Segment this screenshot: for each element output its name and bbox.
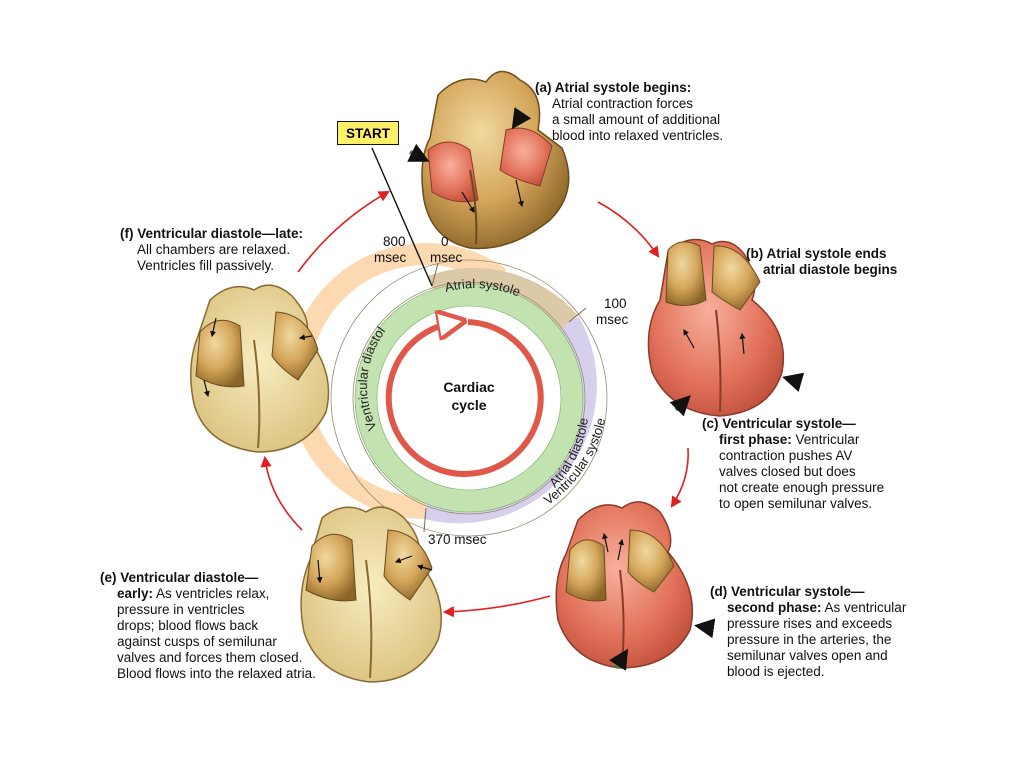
center-title-1: Cardiac	[443, 379, 495, 395]
heart-a-illustration	[407, 70, 570, 250]
arrow-f-to-a	[297, 190, 390, 273]
caption-d-line: pressure rises and exceeds	[727, 616, 893, 631]
caption-e-line: valves and forces them closed.	[117, 650, 303, 665]
time-800-value: 800	[383, 234, 406, 249]
heart-b-illustration	[647, 238, 805, 417]
time-370: 370 msec	[428, 532, 487, 547]
caption-a-label: (a) Atrial systole begins:	[535, 80, 692, 95]
caption-c-bold: first phase:	[719, 432, 792, 447]
caption-b-line: atrial diastole begins	[763, 262, 898, 277]
caption-e-line: drops; blood flows back	[117, 618, 259, 633]
caption-b-label: (b) Atrial systole ends	[746, 246, 887, 261]
time-100-unit: msec	[596, 312, 629, 327]
cycle-arrow	[385, 322, 544, 477]
caption-c-line: to open semilunar valves.	[719, 496, 873, 511]
caption-c-line: contraction pushes AV	[719, 448, 853, 463]
caption-d-line: pressure in the arteries, the	[727, 632, 892, 647]
caption-f-line: All chambers are relaxed.	[137, 242, 291, 257]
heart-e-illustration	[300, 506, 442, 683]
start-line	[371, 147, 433, 287]
start-label: START	[337, 121, 399, 145]
arrow-a-to-b	[597, 201, 660, 258]
caption-b: (b) Atrial systole ends atrial diastole …	[746, 246, 936, 278]
caption-e-line: pressure in ventricles	[117, 602, 245, 617]
caption-a-line: a small amount of additional	[552, 112, 721, 127]
time-0-value: 0	[441, 234, 449, 249]
caption-c-line: Ventricular	[791, 432, 860, 447]
caption-c-line: valves closed but does	[719, 464, 856, 479]
caption-d-label: (d) Ventricular systole—	[710, 584, 865, 599]
caption-e-line: As ventricles relax,	[153, 586, 270, 601]
caption-c: (c) Ventricular systole— first phase: Ve…	[702, 416, 942, 512]
flow-arrows	[260, 190, 689, 618]
time-100-value: 100	[604, 296, 627, 311]
center-title-2: cycle	[451, 397, 486, 413]
caption-a-line: blood into relaxed ventricles.	[552, 128, 724, 143]
caption-e: (e) Ventricular diastole— early: As vent…	[100, 570, 360, 682]
caption-e-label: (e) Ventricular diastole—	[100, 570, 259, 585]
time-0-unit: msec	[430, 250, 463, 265]
heart-f-illustration	[190, 284, 330, 453]
arrow-b-to-c	[670, 447, 689, 508]
caption-e-line: against cusps of semilunar	[117, 634, 277, 649]
caption-a-line: Atrial contraction forces	[552, 96, 694, 111]
caption-d: (d) Ventricular systole— second phase: A…	[710, 584, 960, 680]
heart-d-illustration	[555, 501, 716, 671]
atrial-systole-ring	[428, 267, 578, 330]
caption-d-bold: second phase:	[727, 600, 822, 615]
arrow-e-to-f	[260, 455, 303, 531]
caption-d-line: semilunar valves open and	[727, 648, 888, 663]
caption-c-label: (c) Ventricular systole—	[702, 416, 856, 431]
caption-f-label: (f) Ventricular diastole—late:	[120, 226, 304, 241]
arrow-d-to-e	[442, 595, 551, 618]
caption-c-line: not create enough pressure	[719, 480, 885, 495]
caption-e-line: Blood flows into the relaxed atria.	[117, 666, 316, 681]
time-800-unit: msec	[374, 250, 407, 265]
caption-f: (f) Ventricular diastole—late: All chamb…	[120, 226, 340, 274]
caption-e-bold: early:	[117, 586, 154, 601]
caption-f-line: Ventricles fill passively.	[137, 258, 275, 273]
caption-d-line: blood is ejected.	[727, 664, 825, 679]
caption-d-line: As ventricular	[821, 600, 907, 615]
caption-a: (a) Atrial systole begins: Atrial contra…	[535, 80, 765, 144]
atrial-diastole-ring	[355, 284, 583, 512]
